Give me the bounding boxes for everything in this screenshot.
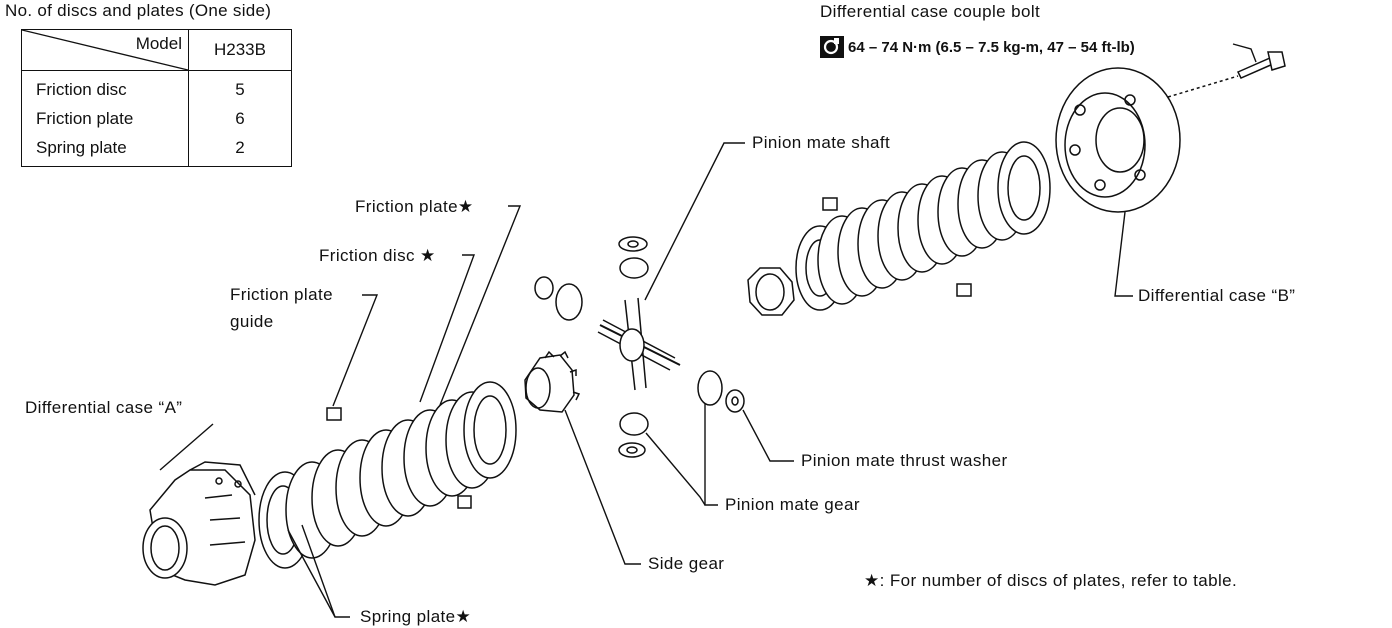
table-row-label: Friction disc: [36, 80, 127, 99]
label-friction-plate-guide-1: Friction plate: [230, 285, 333, 304]
leader-lines: [159, 43, 1257, 618]
guide-part-upper: [822, 197, 838, 211]
torque-spec-text: 64 – 74 N·m (6.5 – 7.5 kg-m, 47 – 54 ft-…: [848, 38, 1135, 56]
pinion-gear-top: [619, 257, 649, 279]
label-friction-disc-text: Friction disc: [319, 246, 415, 265]
star-icon: ★: [455, 607, 472, 626]
footnote: ★: For number of discs of plates, refer …: [864, 571, 1237, 591]
label-diff-case-b: Differential case “B”: [1138, 286, 1296, 305]
table-row-value: 2: [235, 138, 245, 157]
table-values-cell: 5 6 2: [188, 70, 292, 167]
label-friction-disc: Friction disc ★: [319, 246, 436, 266]
label-spring-plate-text: Spring plate: [360, 607, 456, 626]
label-pinion-mate-shaft: Pinion mate shaft: [752, 133, 891, 152]
right-disc-pack: [795, 141, 1051, 311]
guide-part-right: [956, 283, 972, 297]
table-row-value: 5: [235, 80, 245, 99]
label-side-gear: Side gear: [648, 554, 725, 573]
left-disc-pack: [258, 381, 517, 569]
torque-wrench-icon: [820, 36, 844, 58]
table-row-label: Spring plate: [36, 138, 127, 157]
side-gear-left: [524, 350, 581, 413]
pinion-mate-shaft: [597, 297, 681, 391]
spec-table: Model H233B Friction disc Friction plate…: [21, 29, 292, 167]
header-diagonal: [22, 30, 188, 70]
differential-case-b: [1055, 67, 1181, 213]
label-diff-case-a: Differential case “A”: [25, 398, 183, 417]
star-icon: ★: [457, 197, 474, 216]
thrust-washer-right: [725, 389, 745, 413]
differential-case-a: [142, 461, 256, 586]
bolt-dashed-line: [1167, 75, 1239, 98]
table-labels-cell: Friction disc Friction plate Spring plat…: [21, 70, 189, 167]
friction-plate-guide-part: [326, 407, 342, 421]
label-friction-plate-guide-2: guide: [230, 312, 274, 331]
guide-part-left: [457, 495, 472, 509]
pinion-gear-bottom: [619, 412, 649, 436]
couple-bolt: [1236, 51, 1286, 79]
table-row-label: Friction plate: [36, 109, 134, 128]
header-model-label: Model: [135, 34, 182, 53]
label-spring-plate: Spring plate★: [360, 607, 471, 627]
table-row-value: 6: [235, 109, 245, 128]
table-header-value: H233B: [188, 29, 292, 71]
couple-bolt-label: Differential case couple bolt: [820, 2, 1041, 21]
torque-spec: 64 – 74 N·m (6.5 – 7.5 kg-m, 47 – 54 ft-…: [820, 36, 1135, 58]
star-icon: ★: [420, 246, 436, 265]
label-friction-plate: Friction plate★: [355, 197, 474, 217]
footnote-text: For number of discs of plates, refer to …: [889, 571, 1238, 590]
washer-top: [618, 236, 648, 252]
table-title: No. of discs and plates (One side): [5, 1, 272, 20]
pinion-gear-right: [697, 370, 723, 406]
washer-left: [534, 276, 554, 300]
star-icon: ★:: [864, 571, 885, 590]
label-friction-plate-text: Friction plate: [355, 197, 458, 216]
washer-bottom: [618, 442, 646, 458]
side-gear-right: [747, 267, 795, 316]
table-header-model: Model: [21, 29, 189, 71]
label-pinion-mate-thrust-washer: Pinion mate thrust washer: [801, 451, 1008, 470]
pinion-gear-left: [555, 283, 583, 321]
label-pinion-mate-gear: Pinion mate gear: [725, 495, 860, 514]
